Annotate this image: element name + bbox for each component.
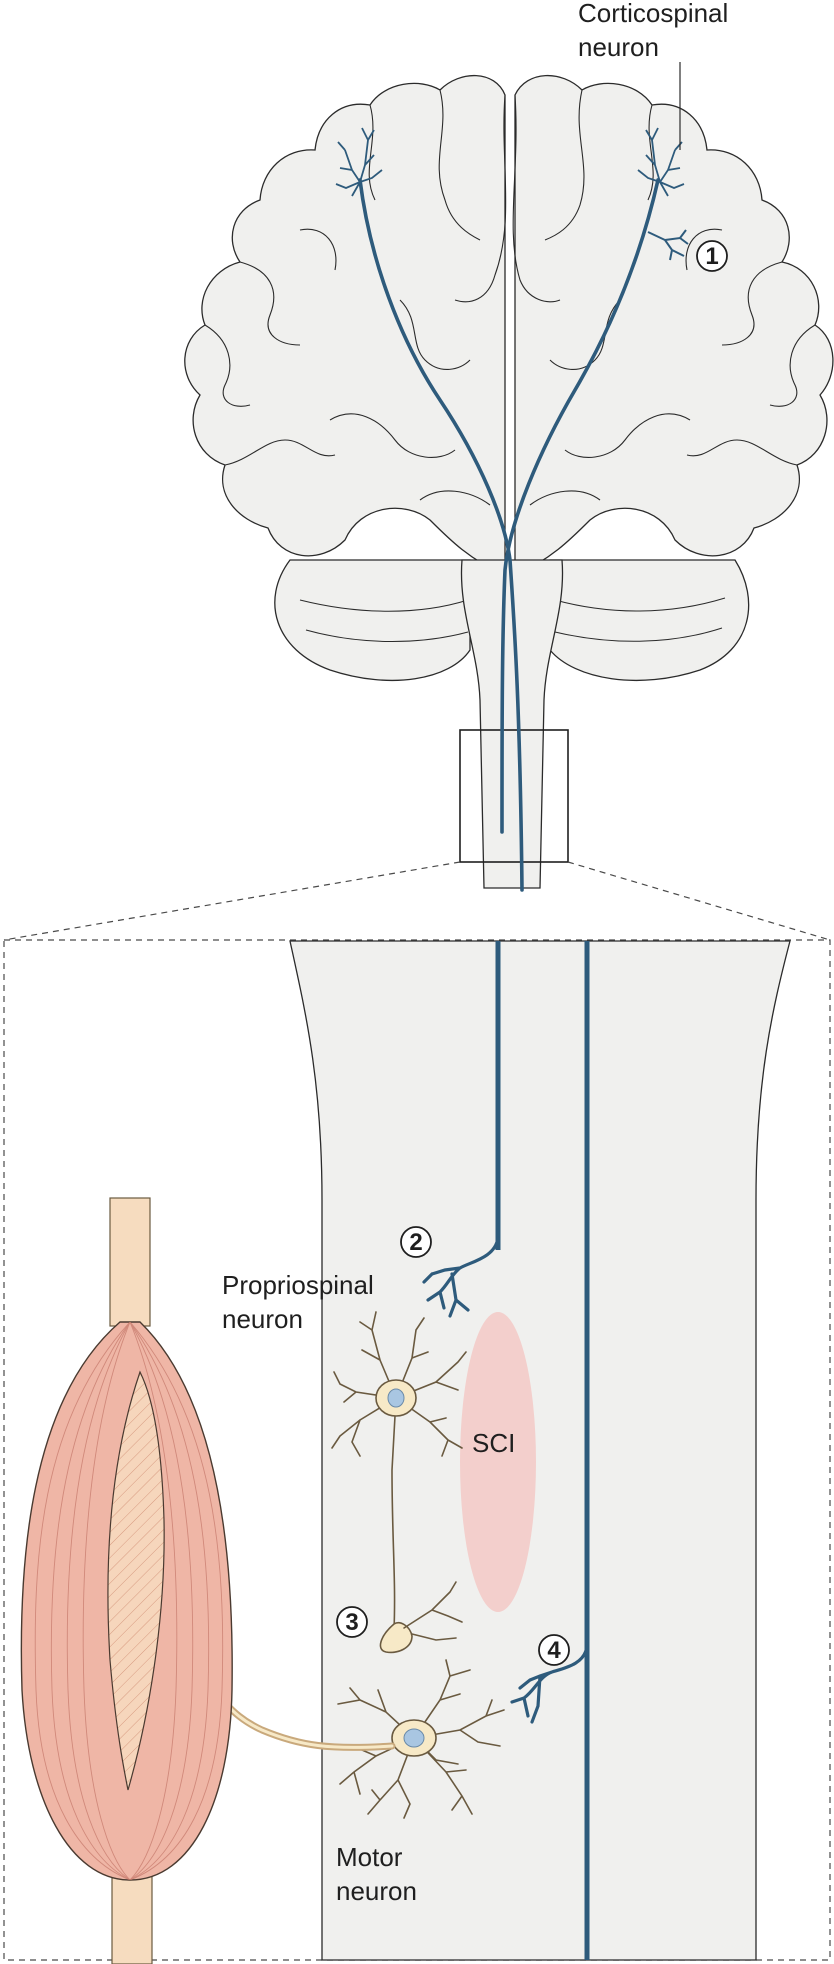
svg-text:3: 3	[345, 1609, 358, 1636]
label-propriospinal-line1: Propriospinal	[222, 1270, 374, 1300]
synaptic-terminal-branches	[403, 1581, 463, 1641]
muscle	[20, 1197, 233, 1964]
zoom-guide-right	[567, 861, 831, 941]
label-sci: SCI	[472, 1428, 515, 1458]
marker-1: 1	[696, 240, 728, 272]
cerebellum-left	[274, 559, 471, 681]
cortical-neuron-left	[335, 127, 383, 197]
motor-axon-core	[220, 1698, 394, 1749]
cerebellum-right	[549, 559, 750, 681]
svg-text:2: 2	[409, 1229, 422, 1256]
zoom-axons	[495, 941, 590, 1960]
axon-terminal-2	[422, 1236, 500, 1318]
spinal-cord	[289, 940, 791, 1961]
propriospinal-nucleus	[387, 1388, 405, 1408]
marker-4: 4	[538, 1634, 570, 1666]
label-corticospinal-line1: Corticospinal	[578, 0, 728, 28]
brainstem	[460, 559, 564, 889]
marker-2: 2	[400, 1226, 432, 1258]
svg-text:4: 4	[547, 1637, 561, 1664]
marker-3: 3	[336, 1606, 368, 1638]
muscle-tendon-inner	[107, 1370, 165, 1791]
brain	[184, 74, 834, 889]
svg-text:1: 1	[705, 243, 718, 270]
corticospinal-tracts	[358, 178, 660, 892]
cortical-neuron-right	[637, 127, 685, 197]
zoom-guide-left	[3, 861, 461, 941]
cerebrum	[184, 74, 506, 576]
cerebrum-right	[514, 74, 834, 576]
motor-neuron-nucleus	[403, 1728, 425, 1748]
tendon-top	[109, 1197, 151, 1327]
sci-lesion	[460, 1312, 536, 1612]
axon-collateral-1	[647, 229, 689, 261]
tendon-bottom	[111, 1875, 153, 1964]
axon-terminal-4	[510, 1644, 589, 1724]
synaptic-terminal-3	[379, 1621, 413, 1654]
zoom-box	[459, 729, 569, 863]
label-motor-line1: Motor	[336, 1842, 403, 1872]
label-corticospinal-line2: neuron	[578, 32, 659, 62]
label-motor-line2: neuron	[336, 1876, 417, 1906]
propriospinal-neuron	[331, 1311, 467, 1631]
label-propriospinal-line2: neuron	[222, 1304, 303, 1334]
motor-neuron	[337, 1659, 505, 1819]
